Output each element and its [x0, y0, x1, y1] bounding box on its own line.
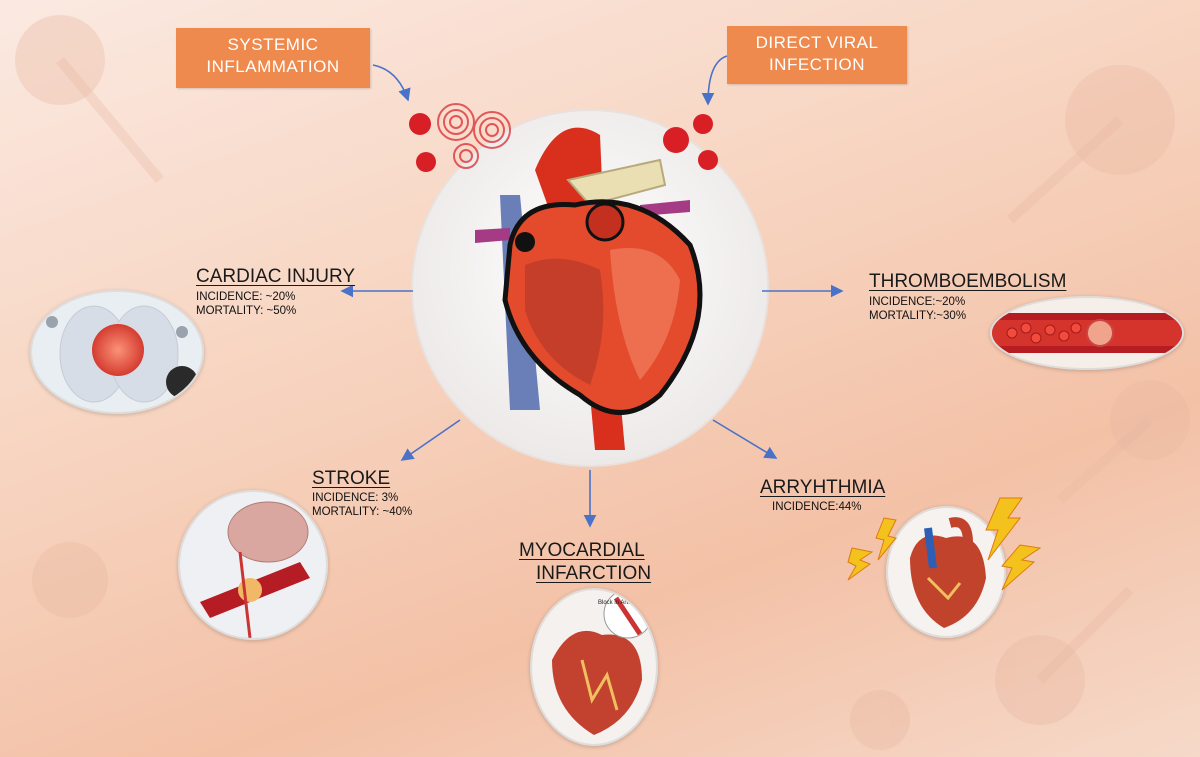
myocardial-infarction-title-1: MYOCARDIAL	[519, 540, 645, 561]
stroke-incidence: INCIDENCE: 3%	[312, 492, 399, 504]
cause-systemic-inflammation: SYSTEMIC INFLAMMATION	[176, 28, 370, 88]
heart-attack-thumbnail: Block in Artery	[530, 588, 658, 746]
blood-clot-illustration	[992, 298, 1182, 368]
infarction-caption: Block in Artery	[598, 600, 636, 606]
cause-direct-viral-infection: DIRECT VIRAL INFECTION	[727, 26, 907, 84]
arrhythmia-heart-illustration	[888, 508, 1004, 636]
cause-systemic-line2: INFLAMMATION	[206, 57, 340, 76]
arrhythmia-title: ARRYHTHMIA	[760, 477, 886, 498]
stroke-title: STROKE	[312, 468, 391, 489]
cardiac-injury-incidence: INCIDENCE: ~20%	[196, 291, 296, 303]
cause-systemic-line1: SYSTEMIC	[227, 35, 319, 54]
heart-infarction-illustration: Block in Artery	[532, 590, 656, 744]
blood-vessel-thumbnail	[990, 296, 1184, 370]
cause-viral-line2: INFECTION	[768, 55, 866, 74]
brain-thumbnail	[178, 490, 328, 640]
arrhythmia-heart-thumbnail	[886, 506, 1006, 638]
lungs-thumbnail	[30, 290, 204, 414]
cardiac-injury-stats: INCIDENCE: ~20% MORTALITY: ~50%	[196, 290, 296, 318]
arrhythmia-incidence: INCIDENCE:44%	[772, 501, 862, 513]
cardiac-injury-mortality: MORTALITY: ~50%	[196, 305, 297, 317]
brain-illustration	[180, 492, 326, 638]
cause-viral-line1: DIRECT VIRAL	[755, 33, 879, 52]
myocardial-infarction-title-2: INFARCTION	[536, 563, 652, 584]
thromboembolism-stats: INCIDENCE:~20% MORTALITY:~30%	[869, 295, 966, 323]
thromboembolism-incidence: INCIDENCE:~20%	[869, 296, 966, 308]
thromboembolism-title: THROMBOEMBOLISM	[869, 271, 1067, 292]
lungs-illustration	[32, 292, 202, 412]
thromboembolism-mortality: MORTALITY:~30%	[869, 310, 967, 322]
cardiac-injury-title: CARDIAC INJURY	[196, 266, 356, 287]
stroke-mortality: MORTALITY: ~40%	[312, 506, 413, 518]
stroke-stats: INCIDENCE: 3% MORTALITY: ~40%	[312, 491, 412, 519]
